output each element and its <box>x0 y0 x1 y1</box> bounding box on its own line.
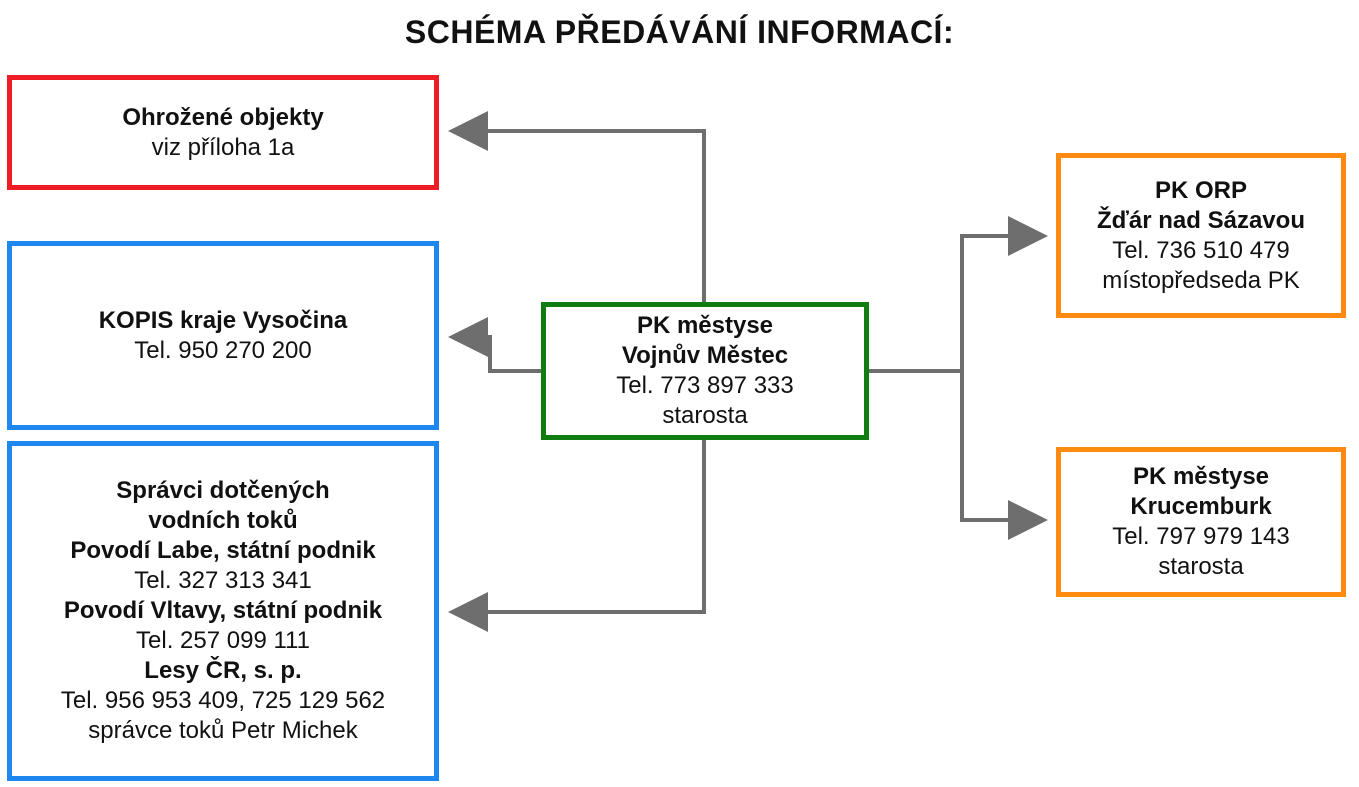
node-spravci-contact-person: správce toků Petr Michek <box>88 717 358 744</box>
node-orp-heading-1: PK ORP <box>1154 176 1247 204</box>
node-spravci-org-vltava: Povodí Vltavy, státní podnik <box>63 597 383 624</box>
node-spravci-toku: Správci dotčených vodních toků Povodí La… <box>7 441 439 781</box>
arrow-to-krucemburk <box>960 371 1048 540</box>
node-spravci-phone-vltava: Tel. 257 099 111 <box>136 627 310 654</box>
node-spravci-heading-1: Správci dotčených <box>116 477 330 504</box>
node-krucemburk-phone: Tel. 797 979 143 <box>1112 523 1290 550</box>
node-kopis-heading: KOPIS kraje Vysočina <box>98 306 348 334</box>
node-kopis: KOPIS kraje Vysočina Tel. 950 270 200 <box>7 241 439 430</box>
node-spravci-phone-lesy: Tel. 956 953 409, 725 129 562 <box>60 687 386 714</box>
arrow-to-spravci <box>448 438 706 632</box>
arrow-to-ohrozene <box>448 111 706 304</box>
node-spravci-org-labe: Povodí Labe, státní podnik <box>70 537 376 564</box>
node-kopis-phone: Tel. 950 270 200 <box>134 336 312 364</box>
node-krucemburk-heading-1: PK městyse <box>1132 463 1270 490</box>
node-krucemburk-heading-2: Krucemburk <box>1130 493 1272 520</box>
node-krucemburk-role: starosta <box>1158 553 1244 580</box>
node-center-phone: Tel. 773 897 333 <box>616 372 794 399</box>
node-ohrozene-note: viz příloha 1a <box>151 133 295 161</box>
node-spravci-phone-labe: Tel. 327 313 341 <box>134 567 312 594</box>
node-center-role: starosta <box>662 402 748 429</box>
node-spravci-org-lesy: Lesy ČR, s. p. <box>144 657 302 684</box>
node-pk-vojnuv-mestec: PK městyse Vojnův Městec Tel. 773 897 33… <box>541 302 869 440</box>
node-pk-orp: PK ORP Žďár nad Sázavou Tel. 736 510 479… <box>1056 153 1346 318</box>
node-orp-role: místopředseda PK <box>1102 266 1300 294</box>
diagram-title: SCHÉMA PŘEDÁVÁNÍ INFORMACÍ: <box>404 14 955 50</box>
node-ohrozene-objekty: Ohrožené objekty viz příloha 1a <box>7 75 439 190</box>
node-orp-heading-2: Žďár nad Sázavou <box>1097 206 1305 234</box>
node-ohrozene-heading: Ohrožené objekty <box>122 103 324 131</box>
node-center-heading-2: Vojnův Městec <box>621 342 789 369</box>
node-spravci-heading-2: vodních toků <box>148 507 298 534</box>
node-pk-krucemburk: PK městyse Krucemburk Tel. 797 979 143 s… <box>1056 447 1346 597</box>
node-orp-phone: Tel. 736 510 479 <box>1112 236 1290 264</box>
arrow-to-orp <box>960 216 1048 371</box>
node-center-heading-1: PK městyse <box>636 312 774 339</box>
arrow-to-kopis <box>448 317 543 373</box>
